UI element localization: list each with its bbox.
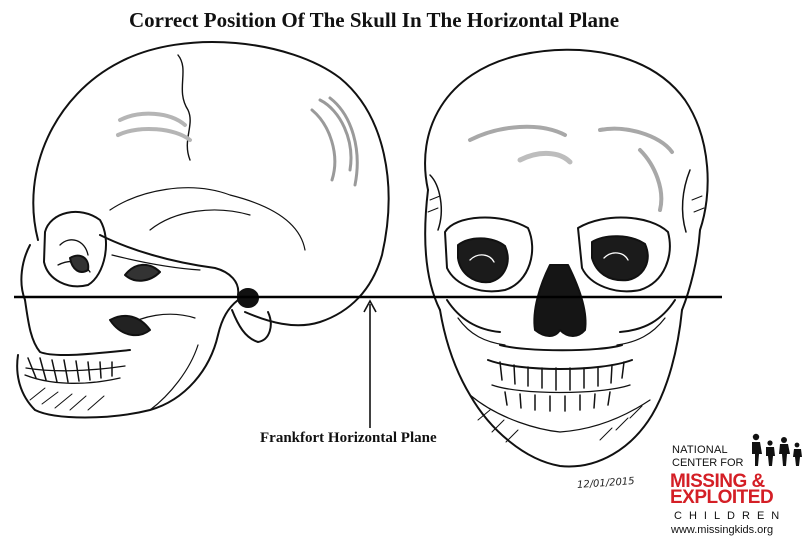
ncmec-logo: NATIONAL CENTER FOR MISSING & EXPLOITED … <box>668 432 808 538</box>
logo-line-center: CENTER FOR <box>672 457 744 469</box>
logo-url: www.missingkids.org <box>671 524 773 536</box>
logo-line-children: CHILDREN <box>674 510 786 522</box>
frontal-skull-illustration <box>425 50 708 467</box>
logo-line-exploited: EXPLOITED <box>670 488 773 508</box>
logo-line-national: NATIONAL <box>672 444 728 456</box>
family-silhouette-icon <box>746 432 806 468</box>
lateral-skull-illustration <box>17 42 388 418</box>
frankfort-plane-label: Frankfort Horizontal Plane <box>260 430 437 447</box>
